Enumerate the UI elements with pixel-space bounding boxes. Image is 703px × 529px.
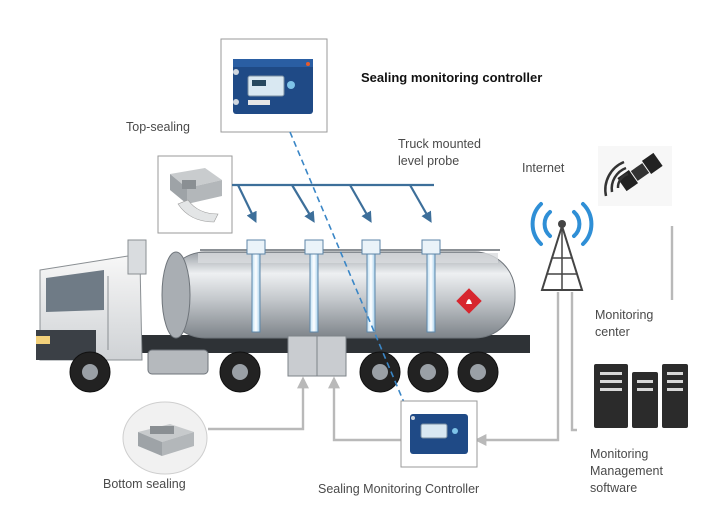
controller-dashed-link xyxy=(289,131,410,415)
top-sealing-image xyxy=(157,155,233,234)
mgmt-software-label-line1: Monitoring xyxy=(590,447,649,461)
sealing-controller-bottom-label: Sealing Monitoring Controller xyxy=(318,482,480,496)
monitoring-center-label-line1: Monitoring xyxy=(595,308,654,322)
antenna-tower-icon xyxy=(530,202,594,291)
internet-label: Internet xyxy=(522,161,565,175)
bottom-controller-image xyxy=(400,400,478,468)
level-probe-label-line1: Truck mounted xyxy=(398,137,481,151)
tanker-truck xyxy=(36,239,530,393)
top-sealing-label: Top-sealing xyxy=(126,120,190,134)
mgmt-software-label-line3: software xyxy=(590,481,638,495)
satellite-icon xyxy=(598,146,672,206)
probe-arrows xyxy=(232,183,434,223)
server-rack-icon xyxy=(594,364,688,428)
mgmt-software-label-line2: Management xyxy=(590,464,663,478)
monitoring-center-label-line2: center xyxy=(595,325,630,339)
bottom-sealing-label: Bottom sealing xyxy=(103,477,186,491)
top-controller-image xyxy=(220,38,328,133)
sealing-controller-top-label: Sealing monitoring controller xyxy=(361,70,543,85)
gray-links xyxy=(208,226,674,446)
level-probe-label-line2: level probe xyxy=(398,154,460,168)
bottom-sealing-image xyxy=(122,401,208,475)
level-probes xyxy=(246,239,441,333)
hazard-diamond-icon xyxy=(456,288,482,314)
